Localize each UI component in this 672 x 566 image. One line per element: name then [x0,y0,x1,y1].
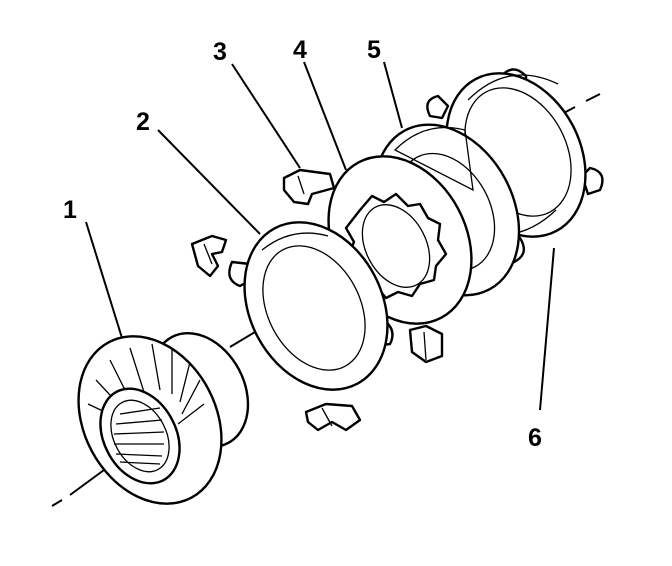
callout-labels: 1 2 3 4 5 6 [63,36,542,452]
callout-4: 4 [293,36,307,64]
callout-5: 5 [367,36,381,64]
leader-lines [85,61,555,411]
callout-6: 6 [528,424,542,452]
part-3-clip-right [408,324,444,364]
leader-6 [539,247,555,411]
callout-3: 3 [213,38,227,66]
callout-1: 1 [63,196,77,224]
leader-3 [231,63,301,169]
part-3-clip-left [190,234,228,278]
part-3-clip-upper [282,168,336,206]
part-2-clutch-plate [228,221,394,391]
part-3-clip-lower [304,402,362,432]
part-1-side-gear [77,331,250,505]
leader-1 [85,221,123,339]
leader-5 [383,61,403,129]
callout-2: 2 [136,108,150,136]
leader-4 [303,61,347,171]
leader-2 [157,129,261,235]
